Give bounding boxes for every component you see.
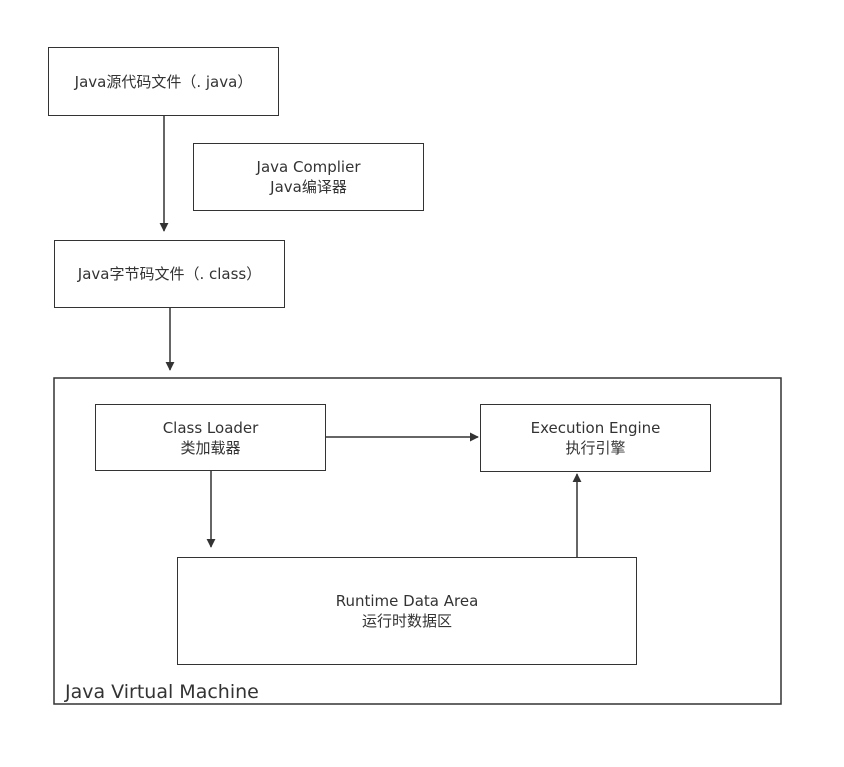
runtime-data-area-box: Runtime Data Area 运行时数据区 — [177, 557, 637, 665]
source-file-box: Java源代码文件（. java） — [48, 47, 279, 116]
execution-engine-title: Execution Engine — [530, 419, 661, 437]
class-loader-subtitle: 类加载器 — [180, 438, 241, 457]
bytecode-file-label: Java字节码文件（. class） — [77, 265, 262, 283]
jvm-container — [53, 377, 782, 705]
compiler-box: Java Complier Java编译器 — [193, 143, 424, 211]
compiler-title: Java Complier — [256, 158, 361, 176]
source-file-label: Java源代码文件（. java） — [74, 72, 253, 91]
class-loader-box: Class Loader 类加载器 — [95, 404, 326, 471]
execution-engine-box: Execution Engine 执行引擎 — [480, 404, 711, 472]
bytecode-file-box: Java字节码文件（. class） — [54, 240, 285, 308]
execution-engine-subtitle: 执行引擎 — [565, 439, 626, 457]
jvm-label: Java Virtual Machine — [65, 681, 259, 703]
runtime-data-area-title: Runtime Data Area — [335, 592, 479, 610]
runtime-data-area-subtitle: 运行时数据区 — [361, 612, 452, 630]
class-loader-title: Class Loader — [162, 418, 259, 437]
compiler-subtitle: Java编译器 — [270, 178, 347, 196]
